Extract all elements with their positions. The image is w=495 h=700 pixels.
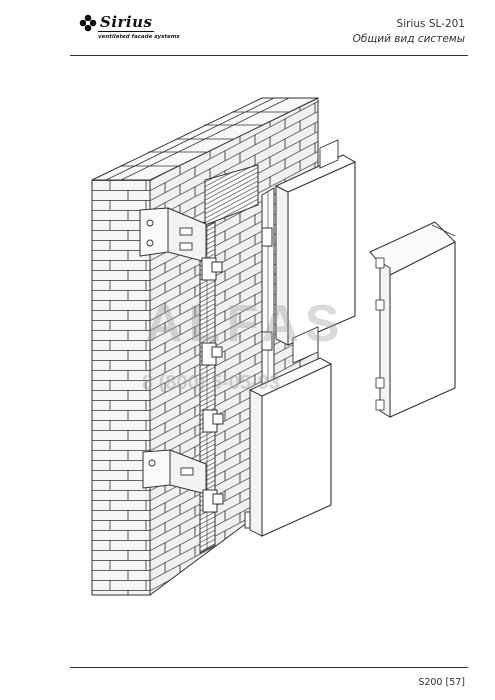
- document-subtitle: Общий вид системы: [352, 33, 465, 45]
- wall-top-joints: [105, 97, 290, 181]
- clip: [261, 227, 273, 247]
- panel-clips: [201, 227, 273, 529]
- brand-tagline: ventilated facade systems: [98, 34, 180, 40]
- cassette-panel-detached: [369, 221, 456, 418]
- cassette-panel-lower: [248, 326, 333, 537]
- footer-rule: [70, 667, 468, 668]
- brand-flower-icon: [79, 14, 97, 32]
- clip: [211, 261, 223, 273]
- watermark-phone: 8 (800) 5-05-93: [142, 372, 280, 394]
- page-number: S200 [57]: [418, 677, 465, 688]
- cassette-panel-upper: [274, 139, 357, 346]
- clip: [211, 346, 223, 358]
- bracket-lower: [142, 449, 207, 495]
- clip: [261, 331, 273, 351]
- document-header: Sirius SL-201 Общий вид системы: [353, 17, 465, 47]
- header-rule: [70, 55, 468, 56]
- brand-name: Sirius: [98, 13, 155, 32]
- guide-profile-left-top: [204, 164, 259, 226]
- watermark-name: ALFAS: [145, 295, 346, 353]
- clip: [212, 493, 224, 505]
- clip: [212, 413, 224, 425]
- brand-logo: Sirius ventilated facade systems: [78, 13, 188, 47]
- document-title: Sirius SL-201: [396, 18, 465, 30]
